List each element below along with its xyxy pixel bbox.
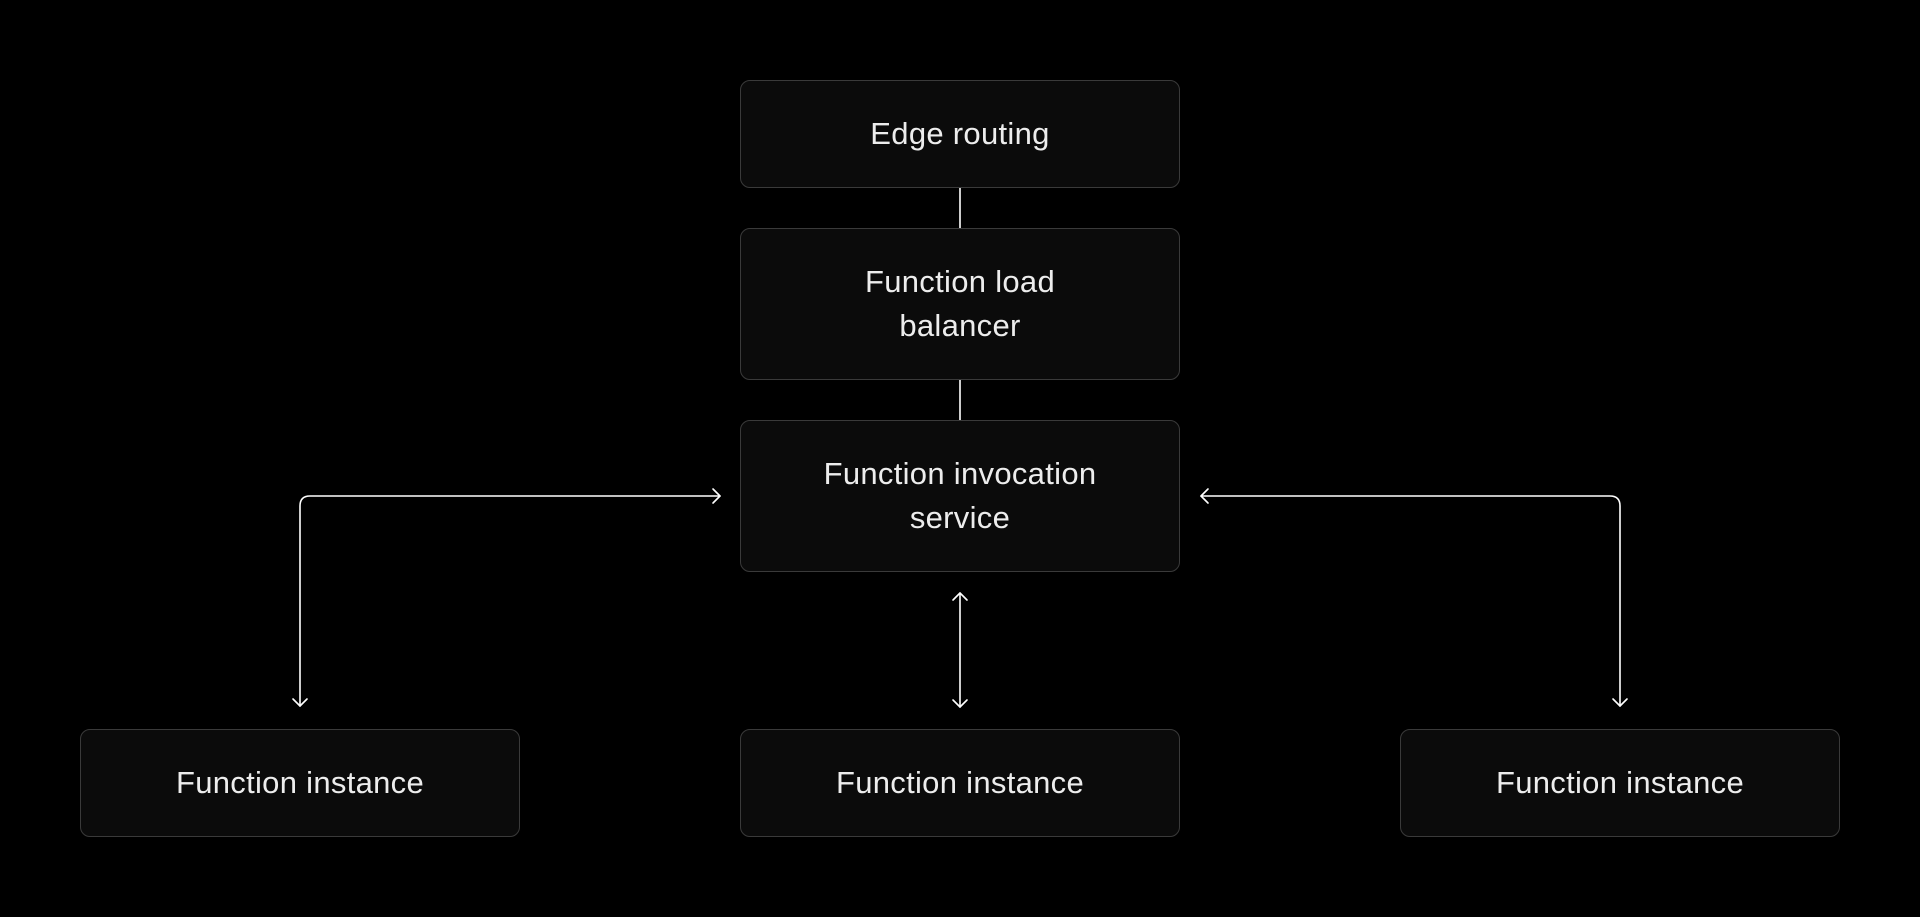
connector-invocation-to-right-instance bbox=[1200, 488, 1628, 707]
function-instance-label-right: Function instance bbox=[1495, 765, 1745, 800]
connector-invocation-to-center-instance bbox=[952, 592, 968, 708]
function-load-balancer-label: Function load balancer bbox=[864, 264, 1056, 343]
function-load-balancer-node: Function load balancer bbox=[740, 228, 1180, 380]
arrowhead-right-icon bbox=[712, 488, 721, 504]
arrowhead-up-icon bbox=[952, 592, 968, 601]
arrowhead-left-icon bbox=[1200, 488, 1209, 504]
function-instance-label-center: Function instance bbox=[835, 765, 1085, 800]
arrowhead-down-icon bbox=[952, 699, 968, 708]
edge-routing-node: Edge routing bbox=[740, 80, 1180, 188]
function-instance-node-center: Function instance bbox=[740, 729, 1180, 837]
arrowhead-down-icon bbox=[292, 698, 308, 707]
function-invocation-service-label: Function invocation service bbox=[823, 456, 1097, 535]
function-instance-label-left: Function instance bbox=[175, 765, 425, 800]
function-invocation-service-node: Function invocation service bbox=[740, 420, 1180, 572]
edge-routing-label: Edge routing bbox=[870, 116, 1050, 151]
function-instance-node-left: Function instance bbox=[80, 729, 520, 837]
arrowhead-down-icon bbox=[1612, 698, 1628, 707]
connector-invocation-to-left-instance bbox=[292, 488, 721, 707]
function-instance-node-right: Function instance bbox=[1400, 729, 1840, 837]
